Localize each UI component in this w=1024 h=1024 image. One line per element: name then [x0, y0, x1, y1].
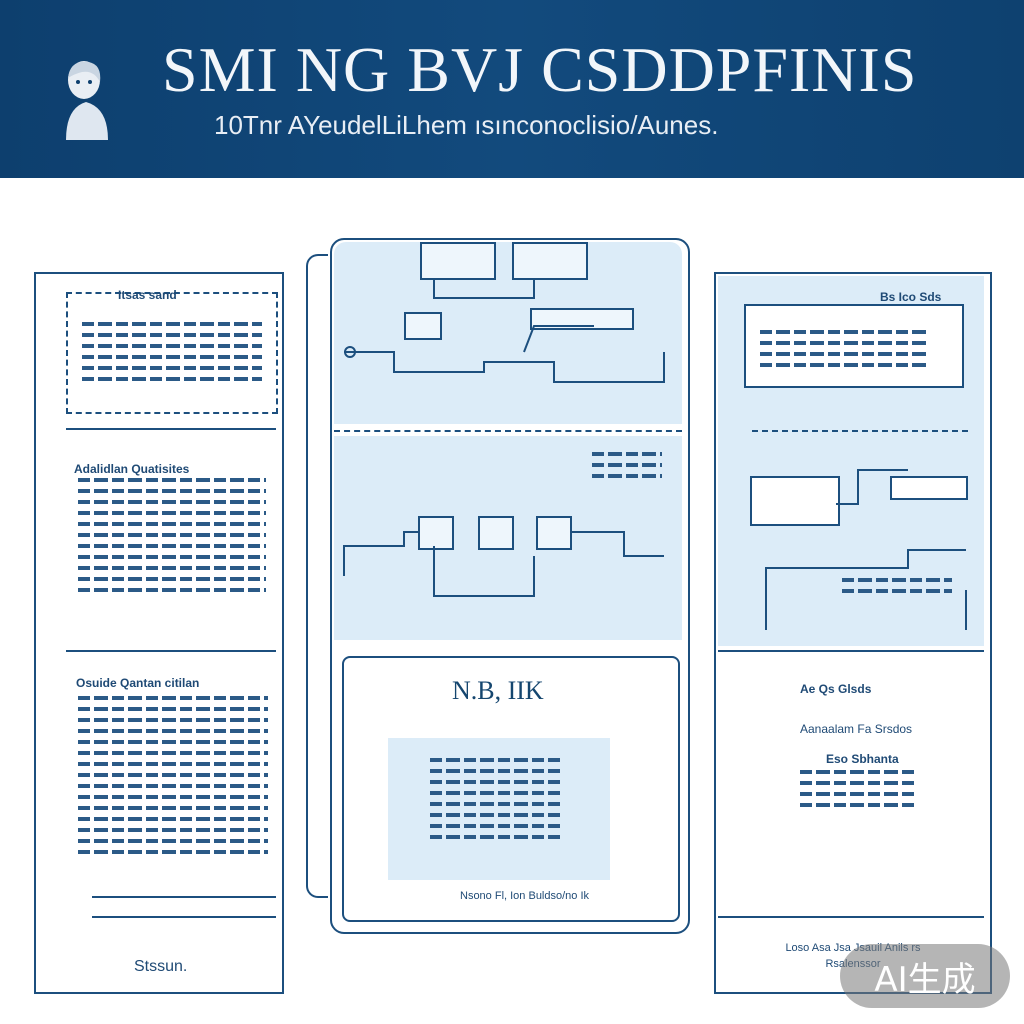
diagram-node — [478, 516, 514, 550]
divider — [752, 430, 968, 432]
center-panel — [330, 238, 690, 934]
diagram-node — [744, 304, 964, 388]
left-section1-title: Itsas sand — [118, 288, 177, 302]
diagram-node — [536, 516, 572, 550]
divider — [66, 428, 276, 430]
diagram-node — [890, 476, 968, 500]
diagram-connectors — [765, 469, 967, 630]
center-card-title: N.B, IIK — [452, 676, 544, 705]
divider — [92, 916, 276, 918]
left-section2-title: Adalidlan Quatisites — [74, 462, 190, 476]
diagram-connectors — [343, 531, 664, 597]
ai-generated-watermark: AI生成 — [840, 944, 1010, 1008]
right-section2-text — [842, 578, 952, 600]
diagram-label-text — [592, 452, 662, 485]
diagram-node — [420, 242, 496, 280]
right-section1-text — [760, 330, 930, 374]
left-footer: Stssun. — [134, 958, 188, 975]
center-diagram-top — [334, 242, 682, 424]
right-section3-sub2: Eso Sbhanta — [826, 752, 899, 766]
left-section1-text — [82, 322, 262, 388]
divider — [718, 916, 984, 918]
page-title: SMI NG BVJ CSDDPFINIS — [162, 34, 918, 105]
center-card-text — [430, 758, 560, 846]
right-section1-title: Bs Ico Sds — [880, 290, 942, 304]
left-section2-text — [78, 478, 266, 599]
header-banner: SMI NG BVJ CSDDPFINIS 10Tnr AYeudelLiLhe… — [0, 0, 1024, 178]
right-section3-text — [800, 770, 918, 814]
diagram-node — [530, 308, 634, 330]
diagram-node — [750, 476, 840, 526]
diagram-connectors — [344, 278, 665, 383]
right-section3-sub: Aanaalam Fa Srsdos — [800, 722, 913, 736]
center-card-caption: Nsono Fl, Ion Buldso/no Ik — [460, 890, 590, 902]
center-card — [342, 656, 680, 922]
person-portrait-icon — [66, 61, 108, 140]
center-frame — [306, 254, 328, 898]
page-subtitle: 10Tnr AYeudelLiLhem ısınconoclisio/Aunes… — [214, 110, 719, 140]
right-section3-title: Ae Qs Glsds — [800, 682, 872, 696]
left-column — [34, 272, 284, 994]
left-section3-text — [78, 696, 268, 861]
divider — [92, 896, 276, 898]
divider — [334, 430, 682, 432]
diagram-node — [418, 516, 454, 550]
diagram-node — [512, 242, 588, 280]
left-section3-title: Osuide Qantan citilan — [76, 676, 200, 690]
left-section1-box — [66, 292, 278, 414]
diagram-node — [404, 312, 442, 340]
divider — [718, 650, 984, 652]
divider — [66, 650, 276, 652]
